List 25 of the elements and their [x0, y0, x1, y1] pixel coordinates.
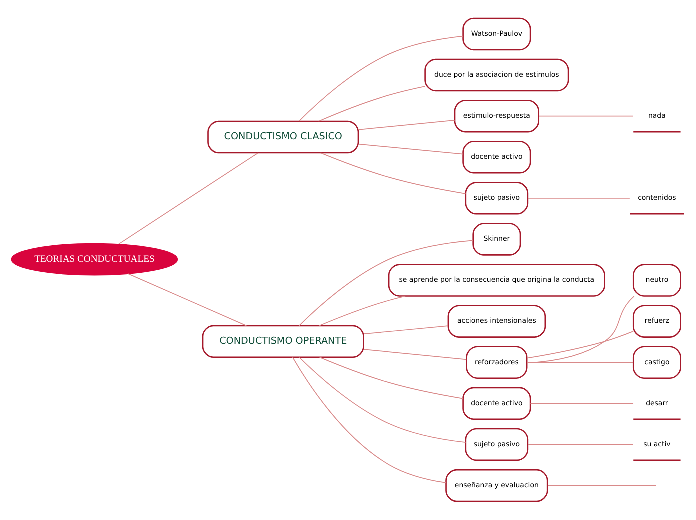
connector: [528, 444, 634, 446]
node-box: CONDUCTISMO OPERANTE: [202, 325, 364, 358]
connector: [358, 144, 464, 155]
connector: [548, 485, 657, 486]
connector: [318, 86, 426, 122]
node-box: CONDUCTISMO CLASICO: [208, 120, 360, 154]
connector: [299, 357, 466, 444]
connector: [364, 349, 467, 360]
connector: [298, 240, 474, 326]
connector: [364, 326, 449, 335]
connector: [298, 36, 464, 122]
connector: [118, 152, 259, 245]
connector: [530, 403, 634, 404]
connector: [538, 116, 634, 117]
connector: [320, 152, 466, 194]
node-ellipse: TEORIAS CONDUCTUALES: [11, 243, 178, 276]
connector: [528, 198, 630, 199]
connector: [319, 357, 464, 400]
connector: [526, 362, 634, 364]
connector: [526, 296, 635, 364]
connector: [358, 120, 456, 130]
connector: [319, 296, 406, 326]
connector: [292, 357, 447, 484]
connector: [128, 274, 248, 326]
connector: [526, 331, 634, 359]
